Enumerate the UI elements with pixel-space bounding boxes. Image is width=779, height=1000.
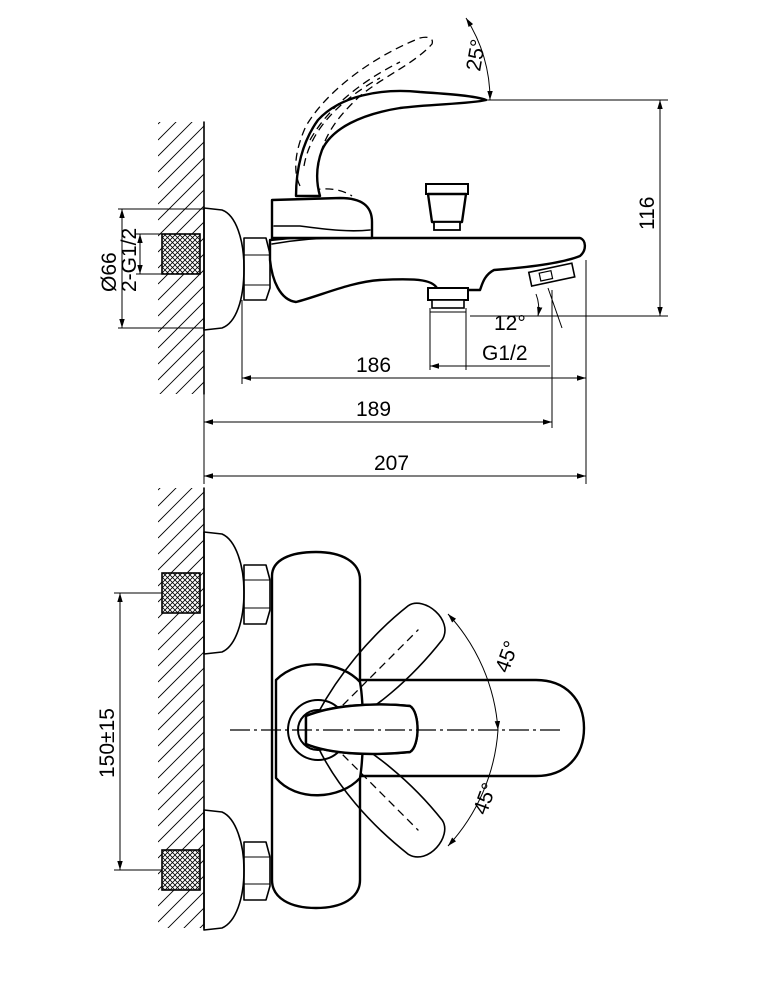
hatch-line (183, 907, 204, 928)
wall-hatching-bottom (158, 428, 204, 986)
cartridge-housing (270, 196, 374, 240)
flange-upper (203, 531, 245, 655)
hatch-line (158, 333, 204, 381)
label-outlet-thread: G1/2 (482, 342, 528, 365)
label-height: 116 (636, 197, 659, 230)
wall-hatching-top (158, 62, 204, 444)
hatch-line (191, 381, 204, 394)
hatch-line (158, 301, 204, 349)
hatch-line (158, 488, 177, 507)
hatch-line (158, 667, 204, 715)
label-length-207: 207 (374, 452, 409, 475)
hatch-line (175, 365, 204, 394)
label-thread-inlet: 2-G1/2 (118, 228, 141, 292)
lever-rotated-down (317, 729, 446, 858)
shower-outlet (427, 287, 469, 370)
hatch-line (158, 317, 204, 365)
connection-nut (243, 237, 271, 301)
label-rotation-up: 45° (491, 638, 523, 676)
hatch-line (158, 523, 204, 571)
nut-lower (243, 841, 271, 901)
hatch-line (158, 940, 204, 986)
wall-flange (203, 207, 245, 331)
label-inlet-spacing: 150±15 (96, 708, 119, 778)
hatch-line (158, 619, 204, 667)
hatch-line (158, 779, 204, 827)
hatch-line (158, 715, 204, 763)
hatch-line (158, 763, 204, 811)
aerator (527, 262, 576, 287)
hatch-line (158, 398, 204, 444)
hatch-line (158, 122, 193, 157)
inlet-connector-lower (161, 849, 201, 891)
hatch-line (158, 285, 204, 333)
hatch-line (158, 795, 204, 843)
nut-upper (243, 564, 271, 625)
label-length-189: 189 (356, 398, 391, 421)
label-spout-angle: 12° (494, 312, 526, 335)
hatch-line (158, 141, 204, 189)
hatch-line (158, 125, 204, 173)
lever-handle-side (294, 36, 488, 198)
label-rotation-down: 45° (469, 780, 501, 818)
hatch-line (158, 635, 204, 683)
hatch-line (158, 747, 204, 795)
hatch-line (158, 651, 204, 699)
lever-rotated-up (317, 602, 446, 731)
hatch-line (158, 157, 204, 205)
hatch-line (158, 491, 204, 539)
label-top-angle: 25° (462, 38, 490, 73)
hatch-line (158, 62, 204, 108)
hatch-line (158, 122, 177, 141)
top-view: 45° 45° 150±15 (96, 428, 586, 986)
diverter-knob (425, 183, 469, 231)
label-diameter: Ø66 (98, 252, 121, 292)
hatch-line (158, 189, 204, 237)
side-view: 25° 116 12° G1/2 Ø66 2-G1/2 186 189 207 (98, 17, 668, 484)
hatch-line (158, 699, 204, 747)
hatch-line (167, 891, 204, 928)
hatch-line (158, 269, 204, 317)
hatch-line (158, 683, 204, 731)
flange-lower (203, 809, 245, 931)
hatch-line (158, 122, 161, 125)
hatch-line (158, 428, 204, 474)
hatch-line (199, 923, 204, 928)
hatch-line (158, 488, 161, 491)
hatch-line (158, 507, 204, 555)
hatch-line (158, 173, 204, 221)
label-length-186: 186 (356, 354, 391, 377)
inlet-connector-top (161, 233, 201, 275)
hatch-line (158, 488, 193, 523)
hatch-line (159, 349, 204, 394)
hatch-line (158, 731, 204, 779)
inlet-connector-upper (161, 572, 201, 614)
